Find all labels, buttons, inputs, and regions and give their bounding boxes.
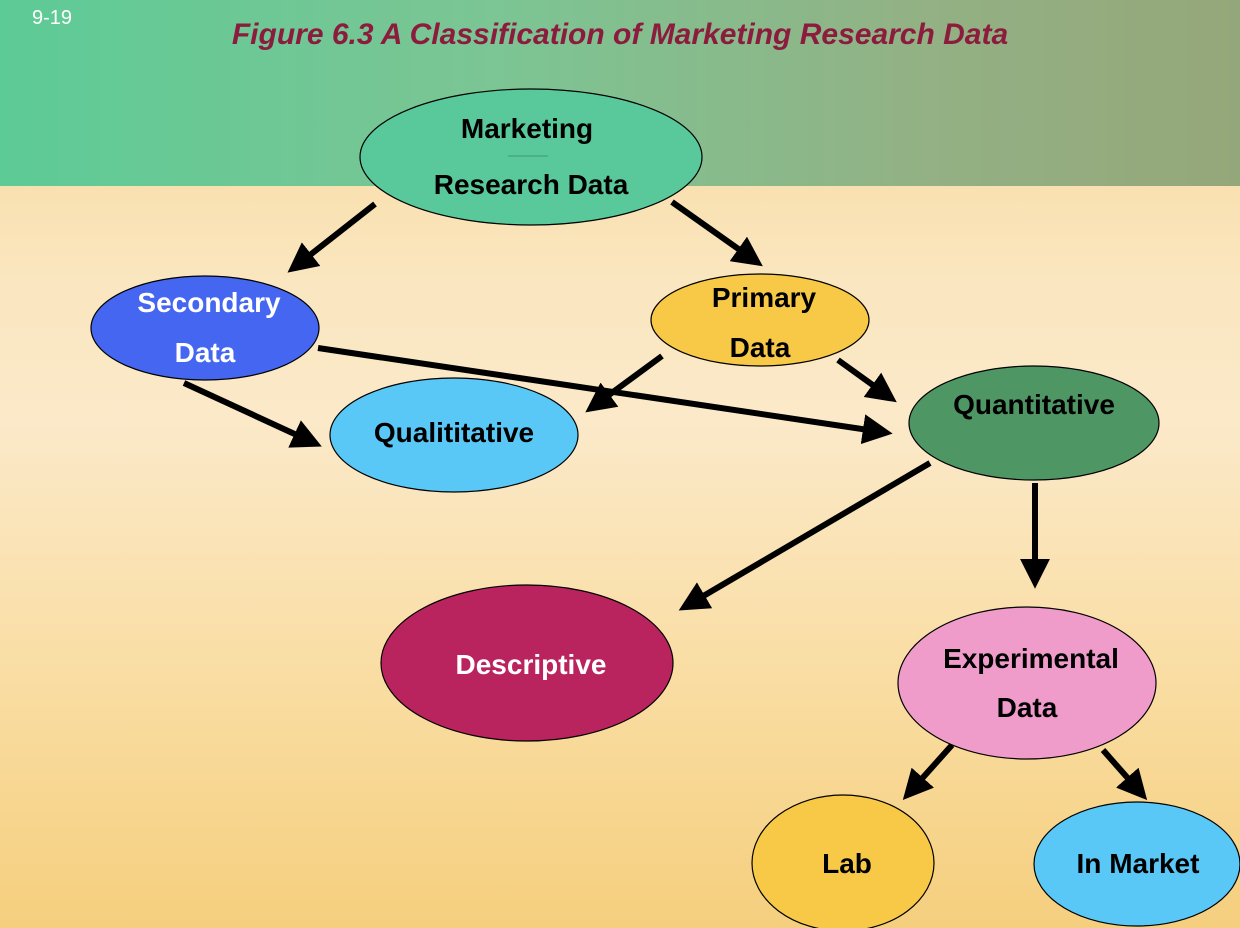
arrow-mrd-to-primary: [670, 199, 763, 267]
node-qualititative-label: Qualititative: [374, 417, 534, 448]
arrow-mrd-to-secondary: [287, 201, 377, 273]
node-descriptive-shape: [380, 584, 674, 742]
node-lab-shape: [751, 794, 935, 928]
node-in-market-label: In Market: [1077, 848, 1200, 879]
slide-number: 9-19: [32, 7, 73, 29]
node-quantitative: Quantitative: [908, 365, 1160, 481]
node-marketing-research-data-line2: Research Data: [434, 169, 629, 200]
node-secondary-data-line2: Data: [175, 337, 236, 368]
node-marketing-research-data-line1: Marketing: [461, 113, 593, 144]
node-experimental-data: Experimental Data: [897, 606, 1157, 760]
node-marketing-research-data-shape: [359, 88, 703, 226]
arrow-experimental-to-lab: [902, 743, 955, 801]
node-primary-data-line2: Data: [730, 332, 791, 363]
arrow-secondary-to-qualititative: [182, 380, 322, 448]
arrow-quantitative-to-descriptive: [678, 460, 932, 611]
arrow-experimental-to-in-market: [1100, 748, 1148, 801]
node-lab: Lab: [751, 794, 935, 928]
node-qualititative-shape: [329, 377, 579, 493]
node-in-market-shape: [1033, 801, 1240, 927]
figure-title: Figure 6.3 A Classification of Marketing…: [231, 18, 1009, 51]
node-marketing-research-data: Marketing Research Data: [359, 88, 703, 226]
arrow-primary-to-qualititative: [585, 353, 664, 413]
node-lab-label: Lab: [822, 848, 872, 879]
node-primary-data-line1: Primary: [712, 282, 817, 313]
node-in-market: In Market: [1033, 801, 1240, 927]
node-secondary-data-line1: Secondary: [137, 287, 281, 318]
node-primary-data: Primary Data: [650, 273, 870, 367]
node-experimental-data-line1: Experimental: [943, 643, 1119, 674]
node-qualititative: Qualititative: [329, 377, 579, 493]
arrow-primary-to-quantitative: [836, 357, 897, 403]
node-descriptive-label: Descriptive: [456, 649, 607, 680]
node-secondary-data-shape: [90, 275, 320, 381]
node-experimental-data-shape: [897, 606, 1157, 760]
node-experimental-data-line2: Data: [997, 692, 1058, 723]
node-quantitative-label: Quantitative: [953, 389, 1115, 420]
node-descriptive: Descriptive: [380, 584, 674, 742]
node-quantitative-shape: [908, 365, 1160, 481]
arrows: [182, 199, 1148, 801]
node-primary-data-shape: [650, 273, 870, 367]
node-secondary-data: Secondary Data: [90, 275, 320, 381]
